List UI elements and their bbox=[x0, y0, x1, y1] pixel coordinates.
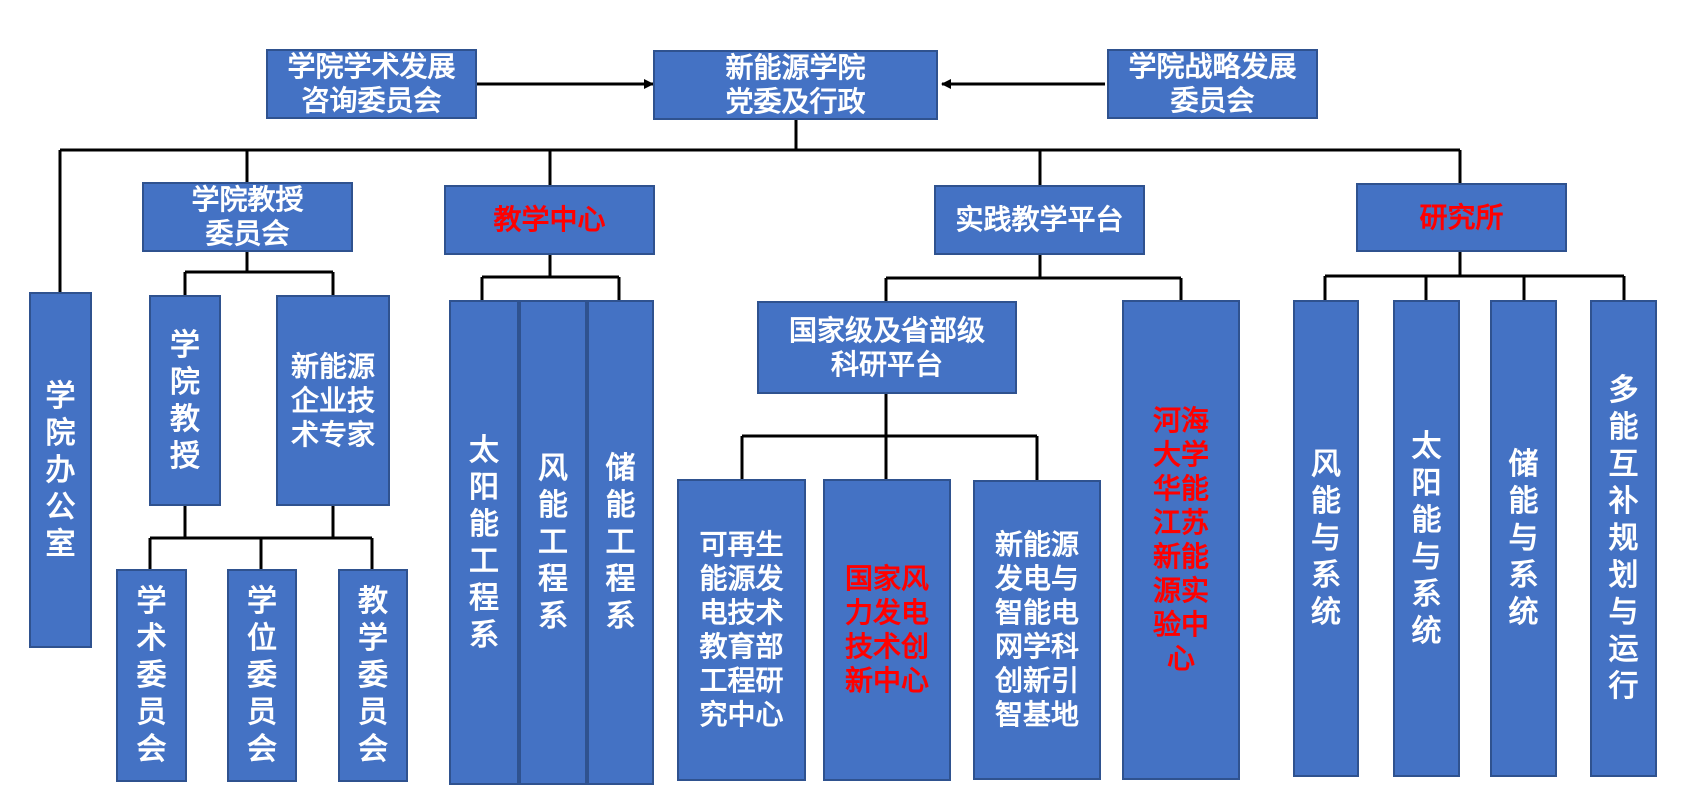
academic-committee-box: 学 术 委 员 会 bbox=[116, 569, 187, 782]
huaneng-lab-center-box: 河海 大学 华能 江苏 新能 源实 验中 心 bbox=[1122, 300, 1240, 780]
solar-engineering-dept-box: 太 阳 能 工 程 系 bbox=[449, 300, 519, 785]
academic-advisory-committee-box: 学院学术发展 咨询委员会 bbox=[266, 49, 477, 119]
solar-systems-box: 太 阳 能 与 系 统 bbox=[1393, 300, 1460, 777]
research-institute-box: 研究所 bbox=[1356, 183, 1567, 252]
renewable-engineering-center-box: 可再生 能源发 电技术 教育部 工程研 究中心 bbox=[677, 479, 806, 781]
college-office-box: 学 院 办 公 室 bbox=[29, 292, 92, 648]
college-party-admin-box: 新能源学院 党委及行政 bbox=[653, 50, 938, 120]
wind-engineering-dept-box: 风 能 工 程 系 bbox=[519, 300, 587, 785]
degree-committee-box: 学 位 委 员 会 bbox=[227, 569, 297, 782]
wind-innovation-center-box: 国家风 力发电 技术创 新中心 bbox=[823, 479, 951, 781]
teaching-center-box: 教学中心 bbox=[444, 185, 655, 255]
multi-energy-planning-box: 多 能 互 补 规 划 与 运 行 bbox=[1590, 300, 1657, 777]
smart-grid-base-box: 新能源 发电与 智能电 网学科 创新引 智基地 bbox=[973, 480, 1101, 780]
practice-platform-box: 实践教学平台 bbox=[934, 185, 1145, 255]
storage-systems-box: 储 能 与 系 统 bbox=[1490, 300, 1557, 777]
national-research-platform-box: 国家级及省部级 科研平台 bbox=[757, 301, 1017, 394]
storage-engineering-dept-box: 储 能 工 程 系 bbox=[587, 300, 654, 785]
wind-systems-box: 风 能 与 系 统 bbox=[1293, 300, 1359, 777]
strategy-committee-box: 学院战略发展 委员会 bbox=[1107, 49, 1318, 119]
college-professors-box: 学 院 教 授 bbox=[149, 295, 221, 506]
teaching-committee-box: 教 学 委 员 会 bbox=[338, 569, 408, 782]
professor-committee-box: 学院教授 委员会 bbox=[142, 182, 353, 252]
industry-experts-box: 新能源 企业技 术专家 bbox=[276, 295, 390, 506]
